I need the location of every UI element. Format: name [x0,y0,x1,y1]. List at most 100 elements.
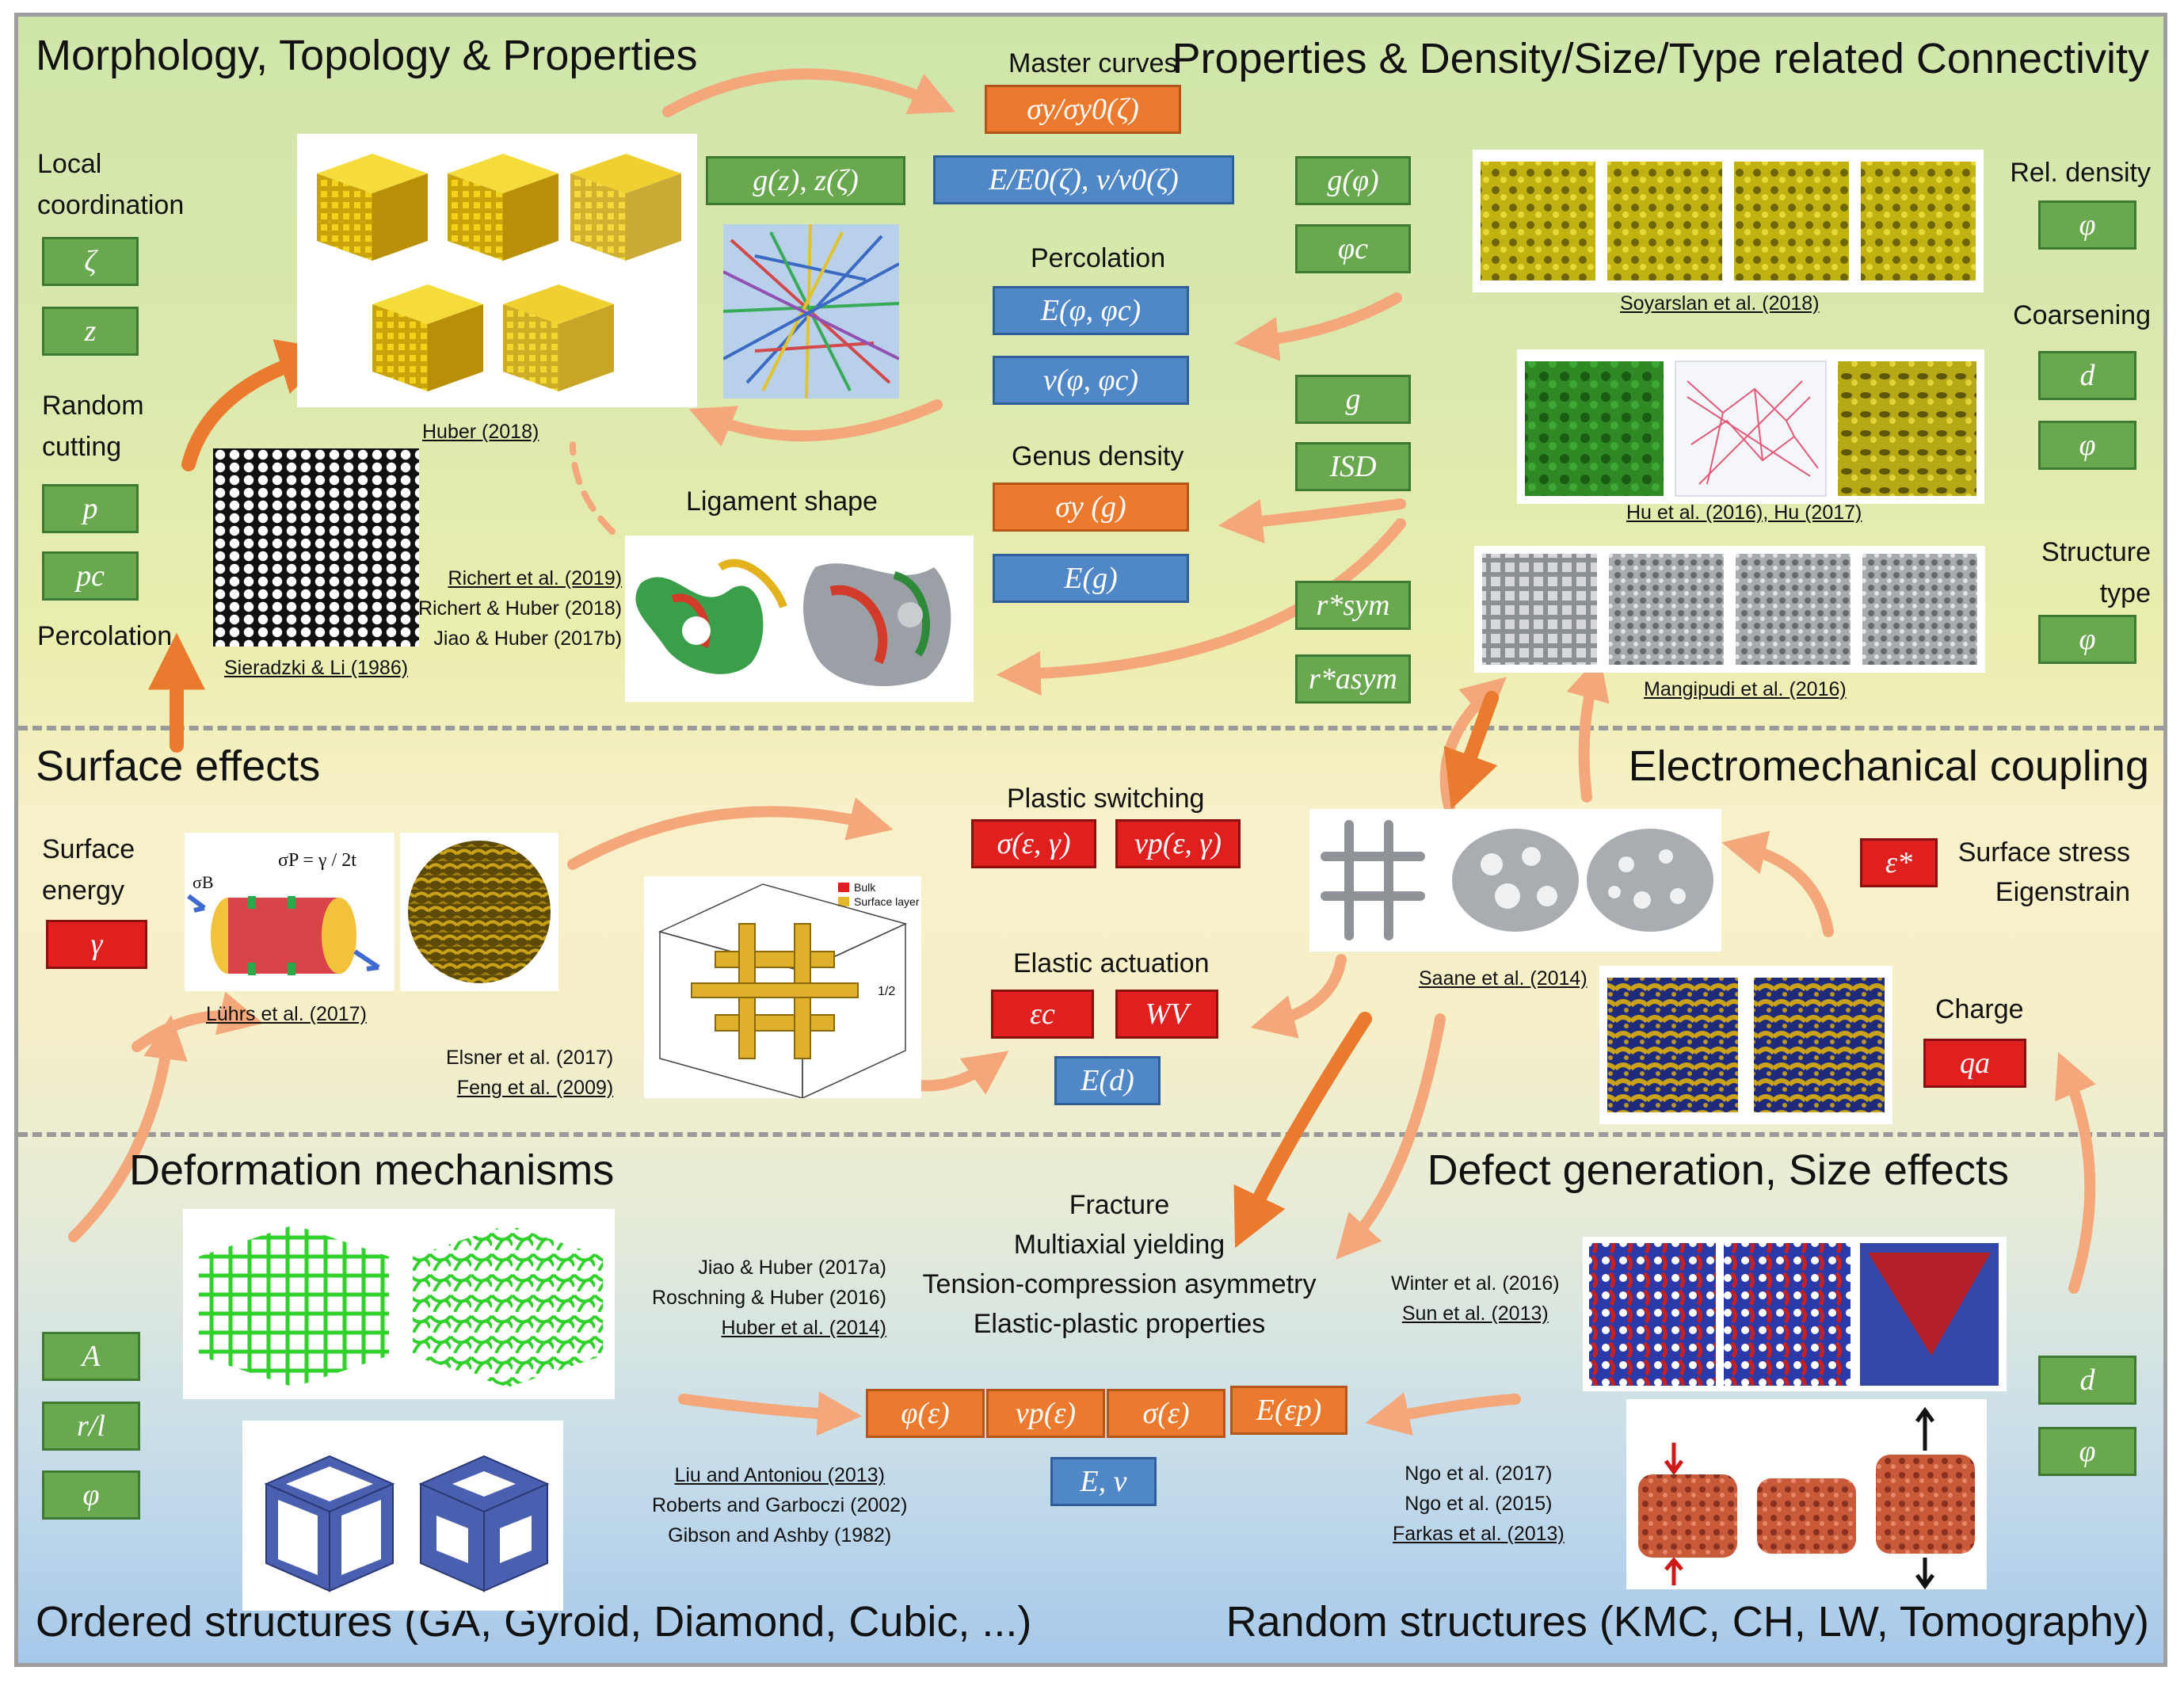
divider-bottom [18,1132,2163,1137]
box-p: p [42,484,139,533]
label-percolation-left: Percolation [37,621,173,651]
box-phi-c: φc [1295,224,1411,273]
flow-arrow-19 [1233,1012,1372,1249]
flow-arrow-4 [1218,498,1406,544]
ref-luhrs: Lührs et al. (2017) [206,1003,367,1025]
flow-arrow-3 [688,399,943,447]
ref-sieradzki: Sieradzki & Li (1986) [224,657,409,679]
box-sigma-ratio: σy/σy0(ζ) [985,85,1181,134]
flow-arrow-18 [2055,1051,2096,1294]
honeycomb-hole-array-icon [213,448,419,646]
ref-group-richert: Richert et al. (2019) Richert & Huber (2… [418,563,622,654]
box-E-phi: E(φ, φc) [993,286,1189,335]
label-master-curves: Master curves [1008,48,1178,78]
box-phi-e: φ(ε) [866,1389,985,1438]
box-d-def: d [2038,1356,2136,1405]
grey-foam-cube-icon [1474,546,1985,673]
title-electromechanical: Electromechanical coupling [1628,742,2149,790]
arrow-layer [68,68,2096,1436]
box-E-nu: E, ν [1050,1457,1157,1506]
yellow-foam-cube-icon [1473,150,1984,292]
ref-huber2018: Huber (2018) [422,421,539,443]
ref-gibson: Gibson and Ashby (1982) [668,1524,892,1547]
legend-bulk: Bulk [854,881,876,894]
box-r-asym: r*asym [1295,654,1411,704]
flow-arrow-9 [68,1015,188,1242]
box-A: A [42,1332,140,1381]
ref-liu: Liu and Antoniou (2013) [674,1464,885,1486]
ref-roschning: Roschning & Huber (2016) [652,1287,886,1309]
ref-group-liu: Liu and Antoniou (2013) Roberts and Garb… [652,1460,907,1550]
flow-arrow-5 [996,518,1406,696]
box-eps-star: ε* [1860,838,1938,887]
box-isd: ISD [1295,442,1411,491]
stress-contour-ligament-icon [625,536,974,702]
box-phi-rel: φ [2038,200,2136,250]
box-nu-e: νp(ε) [986,1389,1105,1438]
stress-eq-text: σP = γ / 2t [278,850,356,871]
label-surface-energy: Surface energy [42,834,135,906]
ref-hu: Hu et al. (2016), Hu (2017) [1626,502,1862,524]
ref-soyarslan: Soyarslan et al. (2018) [1620,292,1820,315]
ref-jiao2017a: Jiao & Huber (2017a) [698,1257,886,1279]
box-E-ratio: E/E0(ζ), ν/ν0(ζ) [933,155,1234,204]
red-blue-foam-icon [1583,1237,2007,1391]
box-g-phi: g(φ) [1295,156,1411,205]
label-plastic-switching: Plastic switching [1007,784,1205,814]
box-zeta: ζ [42,237,139,286]
blue-gold-foam-icon [1599,966,1892,1124]
gold-cube-1 [317,154,428,261]
label-genus-density: Genus density [1012,441,1184,471]
ref-jiao2017b: Jiao & Huber (2017b) [433,627,623,650]
box-sigma-e: σ(ε) [1107,1389,1225,1438]
box-E-g: E(g) [993,554,1189,603]
box-nu-phi: ν(φ, φc) [993,356,1189,405]
ref-group-elsner: Elsner et al. (2017) Feng et al. (2009) [446,1043,613,1103]
ref-ngo2015: Ngo et al. (2015) [1405,1493,1553,1515]
ref-elsner: Elsner et al. (2017) [446,1047,614,1069]
ref-ngo2017: Ngo et al. (2017) [1405,1463,1553,1485]
fracture-labels: Fracture Multiaxial yielding Tension-com… [882,1185,1357,1344]
label-fracture: Fracture [1069,1190,1170,1220]
flow-arrow-13 [1250,954,1347,1039]
box-phi-coarse: φ [2038,421,2136,470]
flow-arrow-15 [1566,654,1610,803]
label-local-coordination: Local coordination [37,149,185,220]
label-elastic-plastic: Elastic-plastic properties [973,1309,1266,1339]
flow-arrow-16 [1443,691,1499,810]
box-sigma-g: σy (g) [993,482,1189,532]
box-q-a: qa [1923,1039,2026,1088]
ref-feng: Feng et al. (2009) [456,1077,614,1099]
box-g: g [1295,375,1411,424]
divider-top [18,726,2163,730]
ref-saane: Saane et al. (2014) [1419,967,1587,990]
legend-surface: Surface layer [854,895,920,908]
label-structure-type: Structure type [2041,537,2151,608]
gold-cube-lattice-icon [297,134,697,407]
box-nu-eps-gamma: νp(ε, γ) [1115,819,1241,868]
box-z: z [42,307,139,356]
box-eps-c: εc [991,990,1094,1039]
colored-strut-network-icon [723,224,899,399]
box-r-l: r/l [42,1402,140,1451]
label-multiaxial: Multiaxial yielding [1013,1230,1225,1260]
diagram-frame: Morphology, Topology & Properties Proper… [14,13,2167,1667]
title-deformation: Deformation mechanisms [129,1146,615,1194]
box-r-sym: r*sym [1295,581,1411,630]
box-W-v: WV [1115,990,1218,1039]
title-morphology: Morphology, Topology & Properties [36,32,698,79]
label-ligament-shape: Ligament shape [686,486,878,517]
box-sigma-eps-gamma: σ(ε, γ) [971,819,1096,868]
ref-richert2019: Richert et al. (2019) [448,567,623,589]
flow-arrow-1 [662,68,956,117]
flow-arrow-21 [1365,1392,1521,1436]
ref-winter: Winter et al. (2016) [1391,1272,1560,1295]
label-charge: Charge [1935,994,2024,1024]
ref-huber2014: Huber et al. (2014) [721,1317,886,1339]
ref-roberts: Roberts and Garboczi (2002) [652,1494,908,1516]
box-gamma: γ [46,920,147,969]
box-pc: pc [42,551,139,601]
grey-network-icon [1309,809,1721,952]
label-elastic-actuation: Elastic actuation [1013,948,1210,978]
gold-foam-icon [400,833,558,991]
